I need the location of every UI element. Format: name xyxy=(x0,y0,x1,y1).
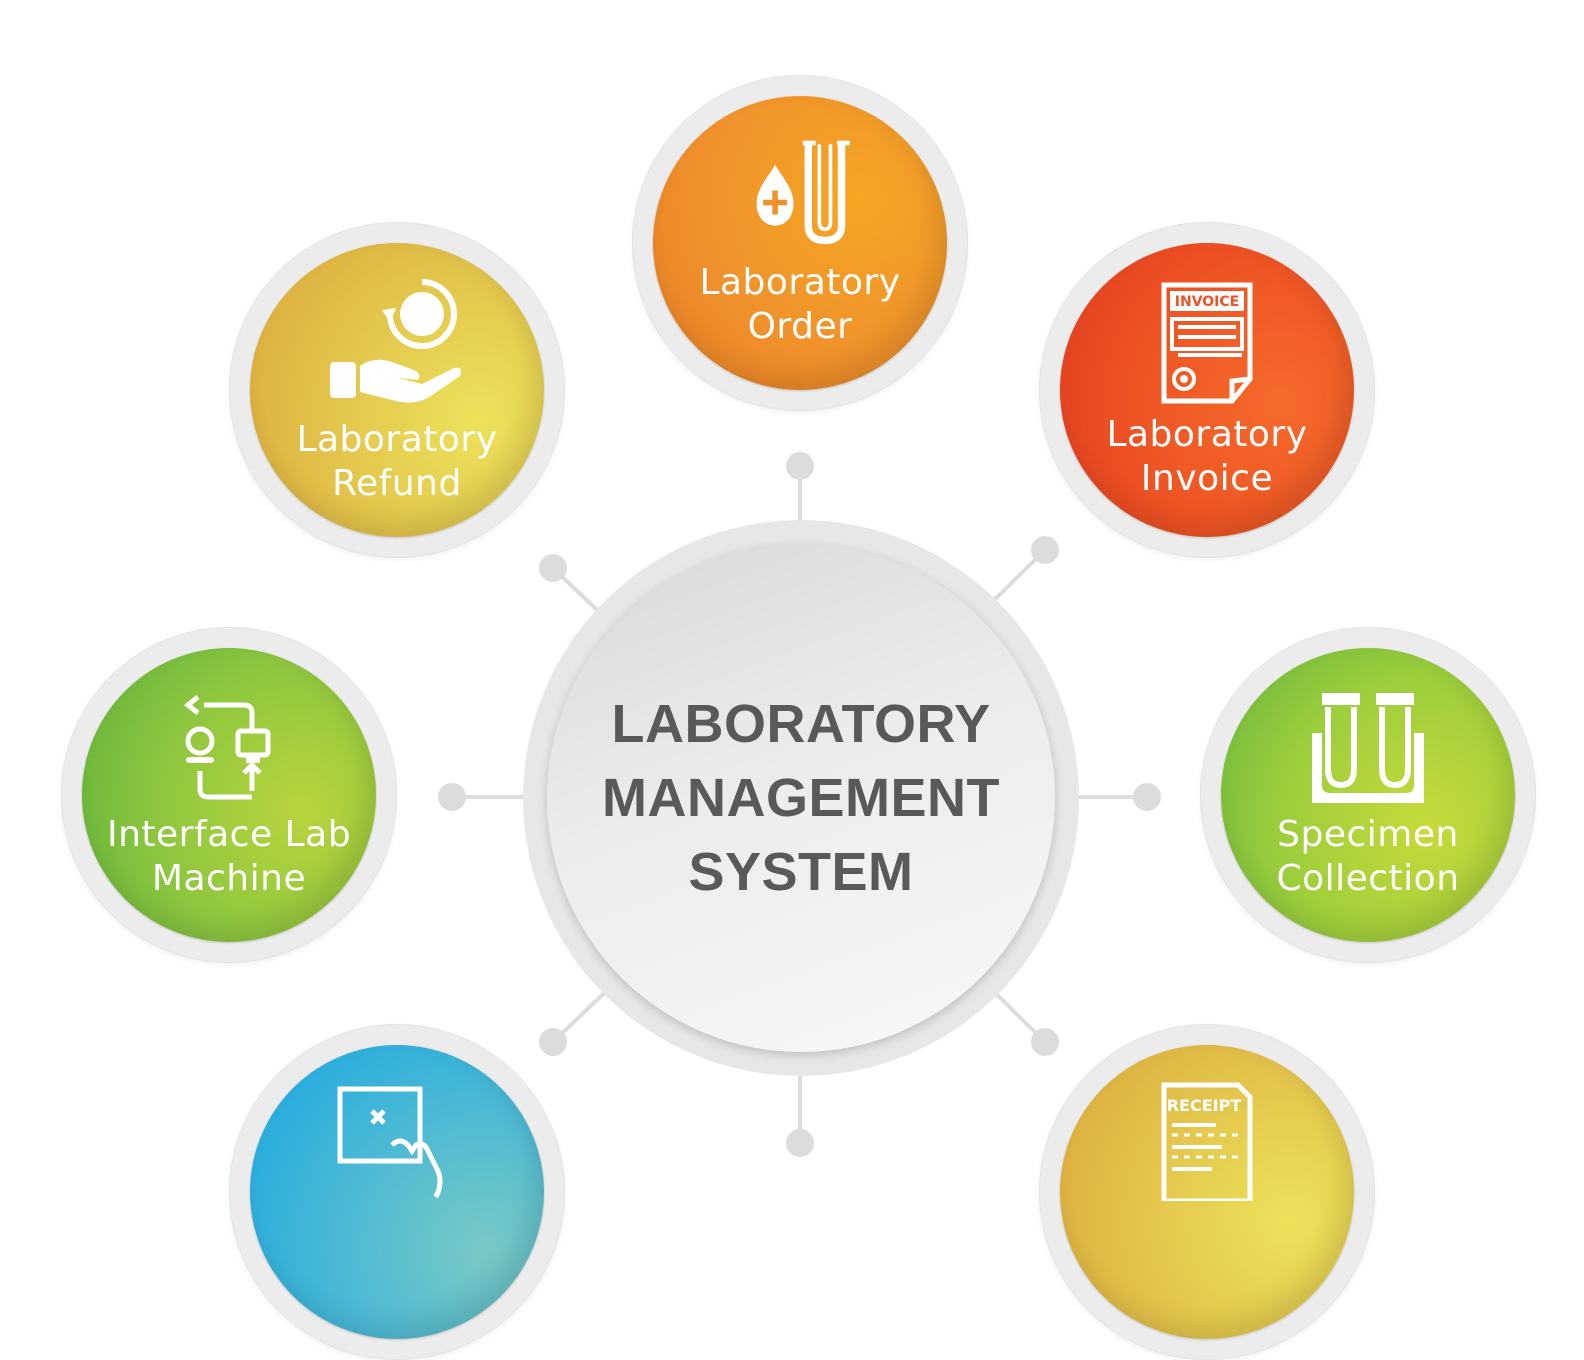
invoice-document-icon: INVOICE xyxy=(1161,282,1253,404)
diagram-canvas: LABORATORY MANAGEMENT SYSTEM Laboratory … xyxy=(61,75,1536,1360)
module-label-line-1: Laboratory xyxy=(1106,414,1308,455)
module-disc: Specimen Collection xyxy=(1221,648,1515,942)
connector-dot-top-left xyxy=(539,554,567,582)
hand-coin-refund-icon xyxy=(330,279,462,403)
module-label-line-2: Refund xyxy=(332,463,462,504)
module-label-line-1: Laboratory xyxy=(296,419,498,460)
central-hub: LABORATORY MANAGEMENT SYSTEM xyxy=(523,520,1079,1076)
hub-title-line-3: SYSTEM xyxy=(688,842,914,902)
module-disc: Laboratory Order xyxy=(653,96,947,390)
module-receipt[interactable]: RECEIPT xyxy=(1039,1024,1375,1360)
module-disc: RECEIPT xyxy=(1060,1045,1354,1339)
central-hub-disc: LABORATORY MANAGEMENT SYSTEM xyxy=(547,544,1055,1052)
connector-dot-left xyxy=(438,783,466,811)
module-label-line-2: Invoice xyxy=(1140,458,1274,499)
module-laboratory-invoice[interactable]: INVOICE Laboratory Invoice xyxy=(1039,222,1375,558)
hub-title-line-1: LABORATORY xyxy=(611,694,991,754)
receipt-icon-text: RECEIPT xyxy=(1167,1096,1242,1115)
connector-dot-bottom-right xyxy=(1031,1028,1059,1056)
module-label-line-1: Interface Lab xyxy=(106,814,352,855)
test-tubes-rack-icon xyxy=(1312,693,1424,803)
module-interface-lab-machine[interactable]: Interface Lab Machine xyxy=(61,627,397,963)
module-label-line-1: Laboratory xyxy=(699,262,901,303)
connector-dot-top xyxy=(786,452,814,480)
module-disc: Laboratory Refund xyxy=(250,243,544,537)
module-label-line-1: Specimen xyxy=(1277,814,1459,855)
connector-lines xyxy=(438,452,1161,1157)
invoice-icon-text: INVOICE xyxy=(1175,294,1239,310)
hub-title-line-2: MANAGEMENT xyxy=(602,768,1000,828)
module-label-line-2: Collection xyxy=(1276,858,1460,899)
module-laboratory-order[interactable]: Laboratory Order xyxy=(632,75,968,411)
module-disc xyxy=(250,1045,544,1339)
module-label-line-2: Machine xyxy=(151,858,307,899)
machine-interface-sync-icon xyxy=(183,695,271,800)
connector-dot-right xyxy=(1133,783,1161,811)
module-laboratory-refund[interactable]: Laboratory Refund xyxy=(229,222,565,558)
connector-dot-top-right xyxy=(1031,536,1059,564)
blood-drop-test-tube-icon xyxy=(756,140,850,245)
module-specimen-collection[interactable]: Specimen Collection xyxy=(1200,627,1536,963)
module-cancel[interactable] xyxy=(229,1024,565,1360)
connector-dot-bottom xyxy=(786,1129,814,1157)
connector-dot-bottom-left xyxy=(539,1028,567,1056)
module-label-line-2: Order xyxy=(747,306,853,347)
cancel-touch-icon xyxy=(337,1086,443,1199)
receipt-document-icon: RECEIPT xyxy=(1161,1082,1253,1201)
module-disc: INVOICE Laboratory Invoice xyxy=(1060,243,1354,537)
module-disc: Interface Lab Machine xyxy=(82,648,376,942)
